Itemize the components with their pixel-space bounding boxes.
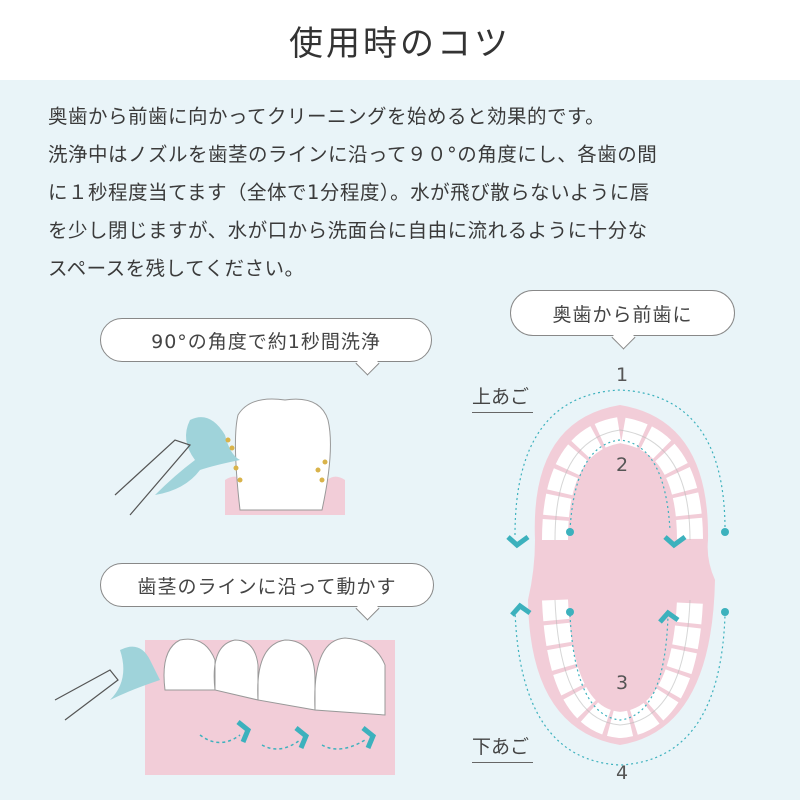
gumline-tip-bubble: 歯茎のラインに沿って動かす [100,563,434,607]
step-number: 2 [615,454,629,476]
intro-line: 奥歯から前歯に向かってクリーニングを始めると効果的です。 [48,105,606,128]
intro-line: 洗浄中はノズルを歯茎のラインに沿って９０°の角度にし、各歯の間 [48,143,658,166]
page-title: 使用時のコツ [289,23,511,64]
direction-tip-bubble: 奥歯から前歯に [510,290,735,336]
intro-line: を少し閉じますが、水が口から洗面台に自由に流れるように十分な [48,219,648,242]
step-number: 3 [615,672,629,694]
step-number: 4 [615,762,629,784]
intro-text: 奥歯から前歯に向かってクリーニングを始めると効果的です。 洗浄中はノズルを歯茎の… [48,98,768,288]
step-number: 1 [615,364,629,386]
header: 使用時のコツ [0,0,800,80]
gumline-illustration [54,637,395,775]
upper-jaw-label: 上あご [472,382,534,413]
intro-line: に１秒程度当てます（全体で1分程度）。水が飛び散らないように唇 [48,181,650,204]
intro-line: スペースを残してください。 [48,257,305,280]
angle-tip-bubble: 90°の角度で約1秒間洗浄 [100,318,432,362]
tooth-angle-illustration [114,398,345,516]
lower-jaw-label: 下あご [472,732,534,763]
dental-arch-diagram [506,389,729,766]
